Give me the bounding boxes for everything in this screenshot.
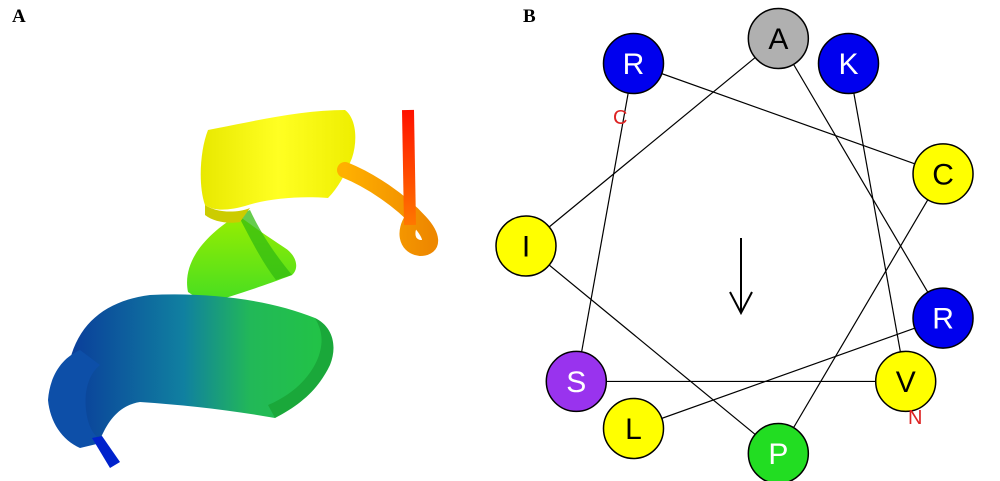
helical-wheel: L R A I P C R S V K N C <box>495 7 974 481</box>
wheel-connection-line <box>633 62 944 175</box>
wheel-residue-letter: I <box>522 231 530 264</box>
wheel-residue-circle <box>747 7 810 70</box>
wheel-connection-line <box>525 245 779 454</box>
ribbon-green-edge <box>268 318 334 418</box>
ribbon-lime-segment <box>187 215 297 304</box>
wheel-residue-circle <box>747 422 810 481</box>
wheel-residue-letter: P <box>768 438 788 471</box>
wheel-connection-line <box>777 38 944 319</box>
wheel-residue-circle <box>602 397 665 460</box>
wheel-residue-letter: A <box>768 23 788 56</box>
wheel-residue-letter: K <box>838 48 858 81</box>
wheel-residue-letter: R <box>623 48 645 81</box>
wheel-residue: A <box>747 7 810 70</box>
wheel-residue: V <box>874 350 937 413</box>
ribbon-helix <box>48 109 439 468</box>
wheel-residue: P <box>747 422 810 481</box>
n-terminus-label: N <box>908 407 922 429</box>
wheel-residue-letter: L <box>625 413 642 446</box>
ribbon-yellow-segment <box>200 110 356 210</box>
ribbon-n-terminal-tail <box>92 436 120 468</box>
panel-b-label: B <box>523 6 536 27</box>
wheel-residue-circle <box>495 215 557 277</box>
wheel-residue-letter: C <box>932 158 954 191</box>
wheel-connection-line <box>525 38 779 247</box>
wheel-residue-circle <box>545 350 608 413</box>
wheel-residue: R <box>912 287 974 349</box>
panel-a-label: A <box>12 6 26 27</box>
hydrophobic-moment-arrow <box>729 238 753 316</box>
wheel-residue: C <box>912 143 974 205</box>
wheel-connection-line <box>847 63 907 382</box>
wheel-residue: R <box>602 32 665 95</box>
wheel-connection-line <box>633 317 944 430</box>
wheel-residue-circle <box>874 350 937 413</box>
ribbon-blue-underside <box>48 350 105 448</box>
ribbon-blue-green-segment <box>64 294 331 440</box>
c-terminus-label: C <box>613 107 627 129</box>
ribbon-yellow-shadow <box>205 205 250 223</box>
wheel-residue-circle <box>912 287 974 349</box>
ribbon-orange-loop <box>337 162 439 257</box>
wheel-residue-circle <box>817 32 880 95</box>
wheel-residue-letter: V <box>896 366 916 399</box>
wheel-residues: L R A I P C R S V K <box>495 7 974 481</box>
wheel-connection-line <box>575 63 635 382</box>
ribbon-lime-dark <box>238 210 292 280</box>
wheel-residue: S <box>545 350 608 413</box>
wheel-connections <box>525 38 944 454</box>
wheel-connection-line <box>777 173 944 454</box>
wheel-residue-letter: S <box>566 366 586 399</box>
wheel-residue-circle <box>602 32 665 95</box>
wheel-residue-letter: R <box>932 303 954 336</box>
wheel-residue: L <box>602 397 665 460</box>
wheel-residue-circle <box>912 143 974 205</box>
ribbon-c-terminal-tube <box>402 109 416 226</box>
wheel-residue: I <box>495 215 557 277</box>
wheel-residue: K <box>817 32 880 95</box>
